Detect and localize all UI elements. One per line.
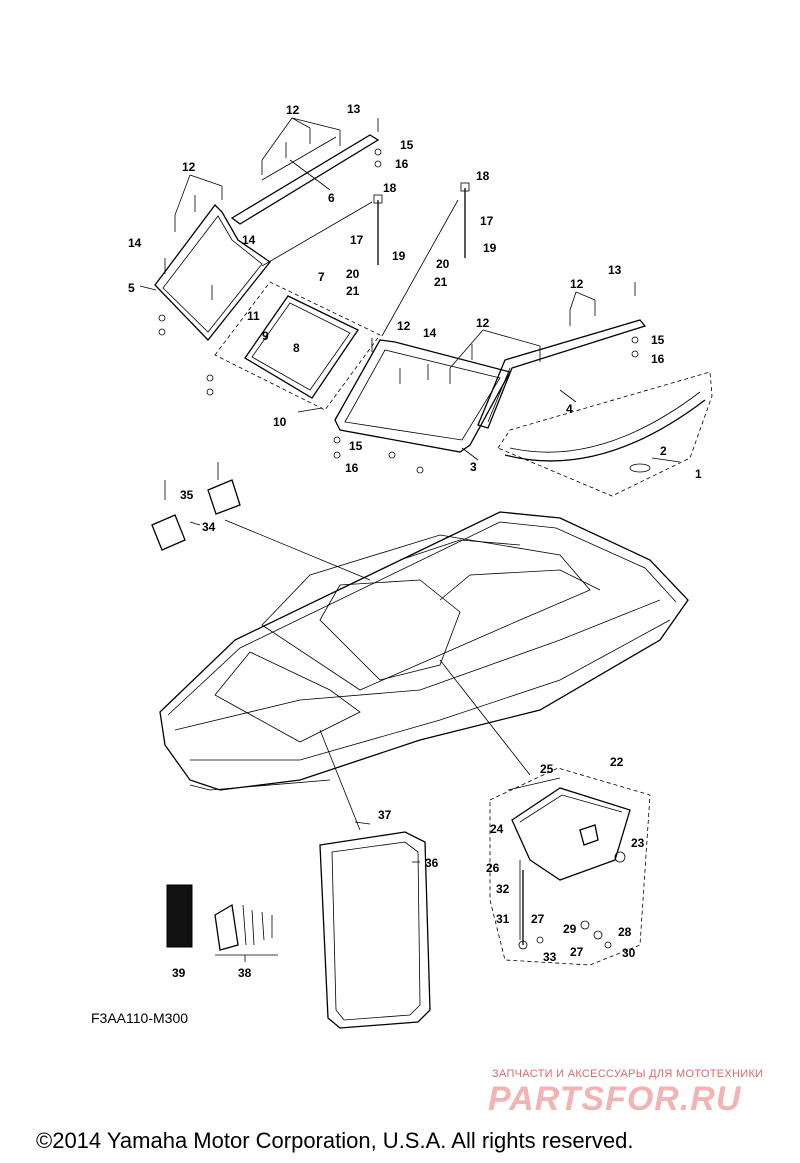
callout-37: 37 (378, 808, 392, 822)
diagram-code: F3AA110-M300 (91, 1010, 189, 1026)
part-34-hinges (151, 462, 371, 581)
callout-18a: 18 (383, 181, 397, 195)
callout-28: 28 (618, 925, 632, 939)
callout-15c: 15 (349, 439, 363, 453)
callout-18b: 18 (476, 169, 490, 183)
part-38-tool-kit (214, 903, 278, 962)
callout-12c: 12 (397, 319, 411, 333)
callout-31: 31 (496, 912, 510, 926)
callout-10: 10 (273, 415, 287, 429)
callout-23: 23 (631, 836, 645, 850)
part-6-top-trim (230, 134, 380, 225)
part-39-block (166, 884, 193, 948)
callout-6: 6 (328, 191, 335, 205)
callout-14c: 14 (423, 326, 437, 340)
callout-15a: 15 (400, 138, 414, 152)
callout-13b: 13 (608, 263, 622, 277)
callout-25: 25 (540, 762, 554, 776)
callout-29: 29 (563, 922, 577, 936)
callout-27a: 27 (531, 912, 545, 926)
callout-17a: 17 (350, 233, 364, 247)
part-5-left-frame (139, 204, 271, 341)
callout-16a: 16 (395, 157, 409, 171)
part-37-screw (354, 821, 371, 825)
callout-14b: 14 (242, 233, 256, 247)
callout-12a: 12 (286, 103, 300, 117)
callout-24: 24 (490, 822, 504, 836)
callout-21a: 21 (346, 284, 360, 298)
callout-39: 39 (172, 966, 186, 980)
callout-33: 33 (543, 950, 557, 964)
callout-22: 22 (610, 755, 624, 769)
fastener-screws (164, 117, 636, 384)
callout-1: 1 (695, 467, 702, 481)
part-36-hatch-seal (319, 831, 431, 1029)
callout-12e: 12 (570, 277, 584, 291)
callout-19a: 19 (392, 249, 406, 263)
callout-8: 8 (293, 341, 300, 355)
callout-5: 5 (128, 281, 135, 295)
callout-16c: 16 (345, 461, 359, 475)
callout-3: 3 (470, 460, 477, 474)
part-4-right-frame (477, 319, 647, 429)
part-22-glovebox-group (489, 767, 651, 966)
callout-36: 36 (425, 856, 439, 870)
callout-20a: 20 (346, 267, 360, 281)
callout-35: 35 (180, 488, 194, 502)
part-17-strut-left (261, 194, 383, 267)
callout-labels: 1 2 3 4 5 6 7 8 9 10 11 12 12 12 12 12 1… (128, 102, 702, 980)
fastener-nuts (158, 148, 639, 474)
part-1-trim-group (497, 371, 713, 497)
callout-13a: 13 (347, 102, 361, 116)
callout-14a: 14 (128, 236, 142, 250)
callout-7: 7 (318, 270, 325, 284)
watermark-tagline: ЗАПЧАСТИ И АКСЕССУАРЫ ДЛЯ МОТОТЕХНИКИ (492, 1068, 764, 1080)
callout-38: 38 (238, 966, 252, 980)
callout-26: 26 (486, 861, 500, 875)
part-17-strut-right (381, 182, 470, 337)
callout-19b: 19 (483, 241, 497, 255)
callout-30: 30 (622, 946, 636, 960)
callout-16b: 16 (651, 352, 665, 366)
callout-32: 32 (496, 882, 510, 896)
callout-12b: 12 (182, 160, 196, 174)
callout-34: 34 (202, 520, 216, 534)
callout-2: 2 (660, 444, 667, 458)
callout-12d: 12 (476, 316, 490, 330)
callout-9: 9 (262, 329, 269, 343)
part-7-windshield-group (214, 281, 381, 413)
copyright-notice: ©2014 Yamaha Motor Corporation, U.S.A. A… (36, 1128, 634, 1153)
callout-15b: 15 (651, 333, 665, 347)
callout-17b: 17 (480, 214, 494, 228)
callout-27b: 27 (570, 945, 584, 959)
part-3-center-frame (334, 339, 511, 461)
callout-21b: 21 (434, 275, 448, 289)
callout-4: 4 (566, 402, 573, 416)
boat-hull (159, 511, 689, 831)
callout-11: 11 (247, 309, 260, 323)
watermark-logo: PARTSFOR.RU (488, 1080, 742, 1118)
callout-20b: 20 (436, 257, 450, 271)
